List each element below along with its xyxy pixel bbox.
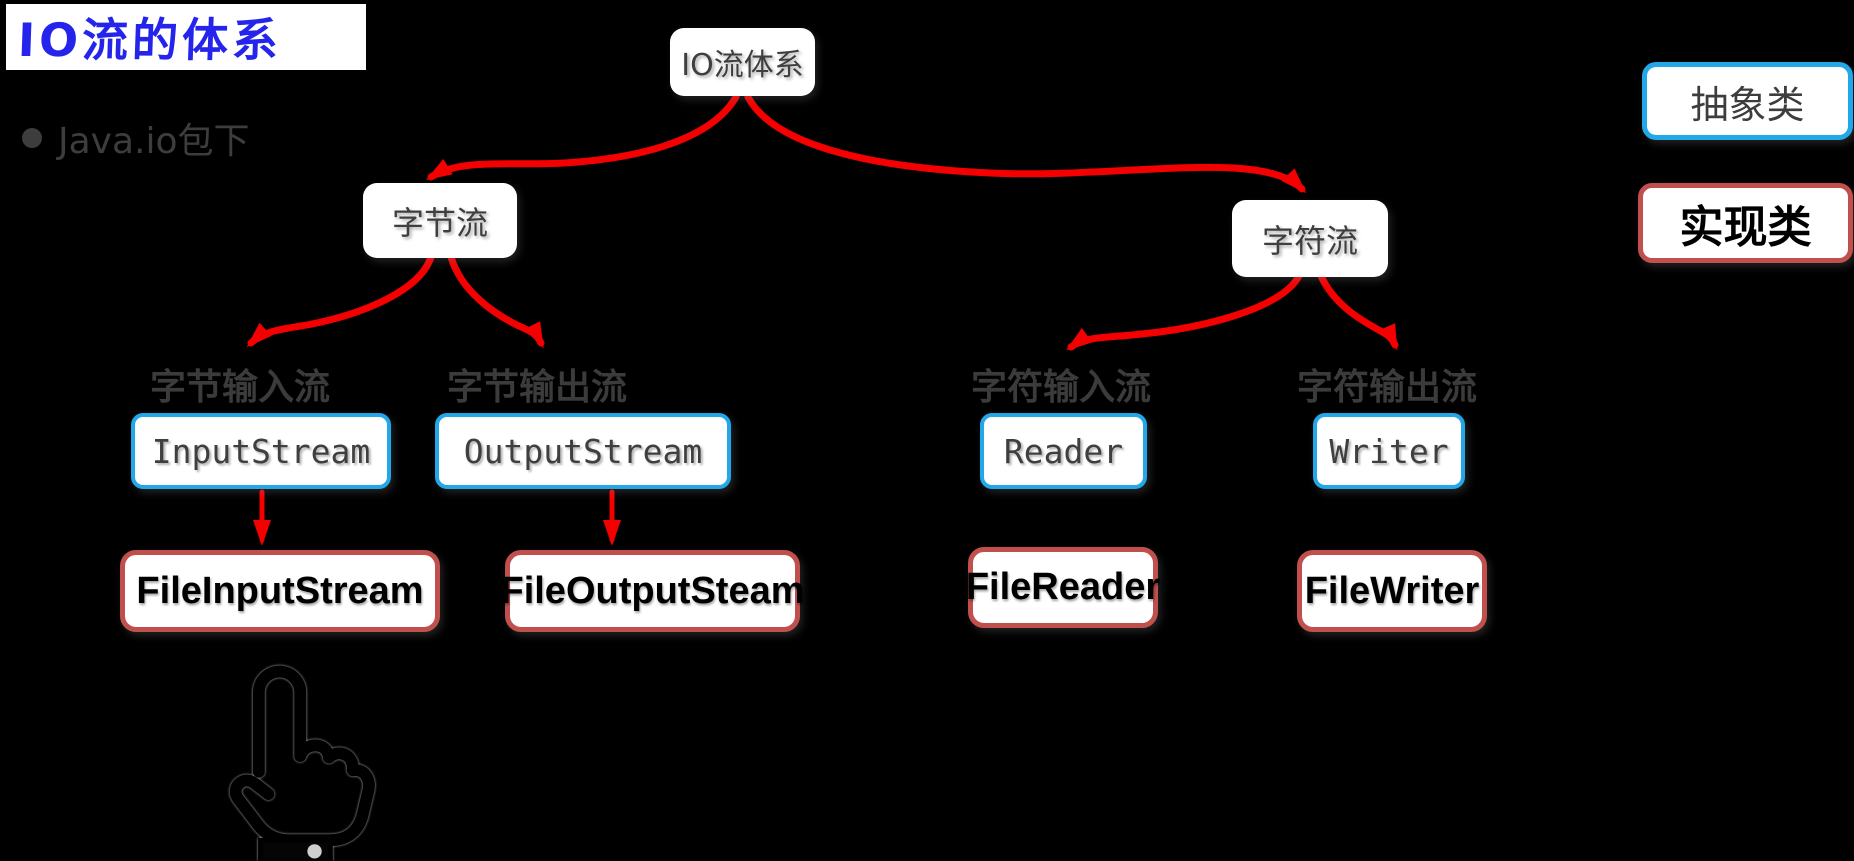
box-inputstream: InputStream — [131, 413, 391, 489]
box-filewriter: FileWriter — [1297, 550, 1487, 632]
box-reader: Reader — [980, 413, 1147, 489]
subtitle-line: Java.io包下 — [22, 112, 250, 164]
node-char-stream: 字符流 — [1232, 200, 1388, 277]
label-char-output: 字符输出流 — [1296, 367, 1477, 408]
arrow-root-to-char-stream — [744, 93, 1307, 194]
legend-abstract-class: 抽象类 — [1642, 62, 1853, 140]
node-byte-stream-label: 字节流 — [391, 203, 488, 242]
legend-impl-label: 实现类 — [1679, 202, 1812, 253]
box-inputstream-label: InputStream — [151, 431, 371, 471]
arrow-byte-to-input — [246, 253, 435, 348]
legend-impl-class: 实现类 — [1638, 183, 1853, 263]
box-fileinputstream: FileInputStream — [120, 550, 440, 632]
box-fileoutputsteam-label: FileOutputSteam — [500, 569, 805, 612]
box-fileinputstream-label: FileInputStream — [136, 569, 424, 612]
node-root-label: IO流体系 — [681, 48, 804, 83]
arrow-root-to-byte-stream — [425, 93, 740, 181]
box-outputstream-label: OutputStream — [463, 431, 703, 471]
page-title: IO流的体系 — [16, 13, 284, 67]
box-reader-label: Reader — [1003, 431, 1124, 471]
box-outputstream: OutputStream — [435, 413, 731, 489]
box-filereader: FileReader — [965, 547, 1161, 628]
box-fileoutputsteam: FileOutputSteam — [500, 550, 805, 632]
pointing-hand-icon — [229, 665, 375, 861]
box-filewriter-label: FileWriter — [1304, 569, 1480, 612]
label-byte-input: 字节输入流 — [149, 367, 330, 408]
subtitle-text: Java.io包下 — [58, 121, 250, 162]
page-title-banner: IO流的体系 — [6, 4, 366, 70]
label-byte-output: 字节输出流 — [446, 367, 627, 408]
node-root: IO流体系 — [670, 28, 815, 96]
arrow-char-to-output — [1317, 272, 1399, 351]
box-writer: Writer — [1313, 413, 1465, 489]
label-char-input: 字符输入流 — [970, 367, 1151, 408]
legend-abstract-label: 抽象类 — [1690, 82, 1805, 127]
box-writer-label: Writer — [1329, 431, 1449, 471]
box-filereader-label: FileReader — [965, 566, 1161, 608]
arrow-byte-to-output — [447, 253, 545, 349]
arrow-char-to-input — [1066, 272, 1303, 351]
node-byte-stream: 字节流 — [363, 183, 517, 258]
bullet-icon — [22, 128, 42, 148]
node-char-stream-label: 字符流 — [1261, 221, 1358, 260]
